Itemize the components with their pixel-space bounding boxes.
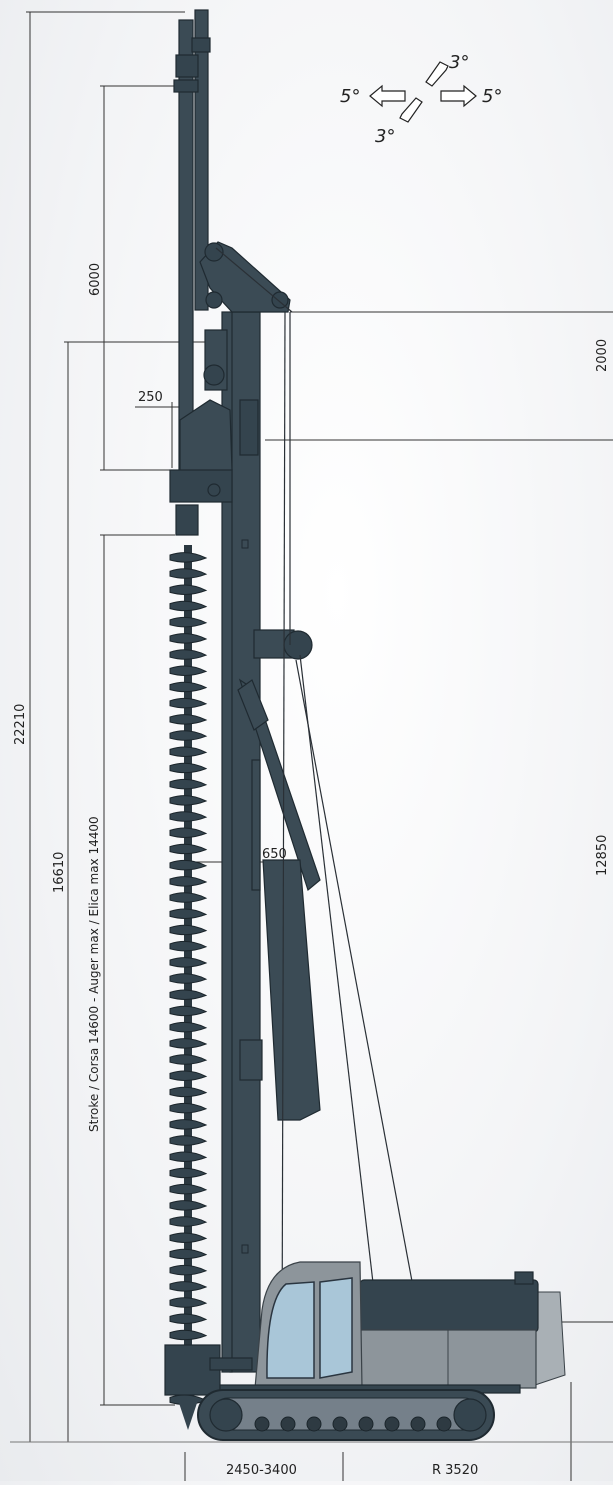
auger-flight — [169, 1264, 208, 1276]
auger-flight — [169, 649, 208, 660]
auger-flight — [169, 1248, 208, 1260]
auger-flight — [169, 552, 208, 563]
dim-auger-axis: 650 — [262, 847, 287, 862]
auger-flight — [169, 616, 208, 628]
auger-flight — [169, 1005, 208, 1017]
auger-flight — [169, 924, 208, 936]
auger-flight — [169, 843, 208, 855]
auger-tip — [178, 1400, 198, 1430]
arrow-down-icon — [399, 97, 423, 123]
auger-flight — [169, 746, 208, 757]
auger-flight — [169, 989, 208, 1000]
auger-flight — [169, 1200, 208, 1211]
auger-flight — [169, 1102, 208, 1114]
auger-flight — [169, 1329, 208, 1341]
auger-flight — [169, 940, 208, 952]
dim-offset-small: 250 — [138, 390, 163, 405]
arrow-right-icon — [440, 84, 477, 108]
dim-tail-radius: R 3520 — [432, 1463, 478, 1478]
auger-flight — [169, 1167, 208, 1179]
auger-flight — [169, 762, 208, 774]
auger-flight — [169, 778, 208, 790]
auger-flight — [169, 957, 208, 968]
auger-flight — [169, 892, 208, 903]
auger-flight — [169, 1086, 208, 1098]
auger-flight — [169, 1070, 208, 1081]
arrow-left-icon — [369, 84, 406, 108]
auger-flight — [169, 1183, 208, 1195]
track-roller — [384, 1416, 400, 1432]
auger-flight — [169, 1054, 208, 1065]
inclination-labels: 5° 5° 3° 3° — [340, 52, 502, 147]
track-roller — [306, 1416, 322, 1432]
inclination-indicator — [369, 61, 477, 123]
auger-flight — [169, 876, 208, 887]
auger-flight — [169, 1313, 208, 1324]
dim-total-height: 22210 — [13, 704, 28, 745]
track-roller — [410, 1416, 426, 1432]
auger-flight — [169, 827, 208, 838]
auger-flight — [169, 633, 208, 644]
dimension-labels: 22210 16610 Stroke / Corsa 14600 - Auger… — [13, 263, 610, 1478]
auger-flights — [169, 545, 208, 1430]
auger-flight — [169, 568, 208, 579]
track-rollers — [254, 1416, 452, 1432]
auger-flight — [169, 584, 208, 595]
auger-flight — [169, 1021, 208, 1033]
auger-flight — [169, 1232, 208, 1243]
angle-fore-top: 3° — [449, 52, 469, 73]
auger-flight — [169, 600, 208, 612]
auger-flight — [169, 1135, 208, 1146]
track-roller — [332, 1416, 348, 1432]
auger-flight — [169, 795, 208, 806]
dim-base-track: 2450-3400 — [226, 1463, 297, 1478]
track-roller — [358, 1416, 374, 1432]
leader-mast — [169, 9, 415, 1373]
track-roller — [280, 1416, 296, 1432]
dim-stroke: Stroke / Corsa 14600 - Auger max / Elica… — [87, 816, 101, 1132]
auger-flight — [169, 681, 208, 693]
arrow-up-icon — [425, 61, 449, 87]
auger-flight — [169, 730, 208, 741]
dim-mast-height: 16610 — [52, 852, 67, 893]
auger-flight — [169, 665, 208, 676]
auger-flight — [169, 859, 208, 871]
auger-flight — [169, 1119, 208, 1130]
dim-right-height: 12850 — [595, 835, 610, 876]
angle-side-left: 5° — [340, 86, 360, 107]
auger-flight — [169, 973, 208, 984]
dimension-lines — [10, 11, 613, 1481]
dim-upper-stroke: 6000 — [88, 263, 103, 296]
auger-flight — [169, 1038, 208, 1049]
auger-flight — [169, 1151, 208, 1162]
auger-flight — [169, 1297, 208, 1308]
track-roller — [254, 1416, 270, 1432]
auger-flight — [169, 714, 208, 725]
track-roller — [436, 1416, 452, 1432]
angle-fore-bottom: 3° — [375, 126, 395, 147]
dim-top-head: 2000 — [595, 339, 610, 372]
auger-flight — [169, 1281, 208, 1292]
auger-flight — [169, 1216, 208, 1227]
auger-flight — [169, 811, 208, 822]
auger-flight — [169, 908, 208, 919]
base-machine — [164, 1261, 566, 1441]
auger-flight — [169, 697, 208, 709]
angle-side-right: 5° — [482, 86, 502, 107]
